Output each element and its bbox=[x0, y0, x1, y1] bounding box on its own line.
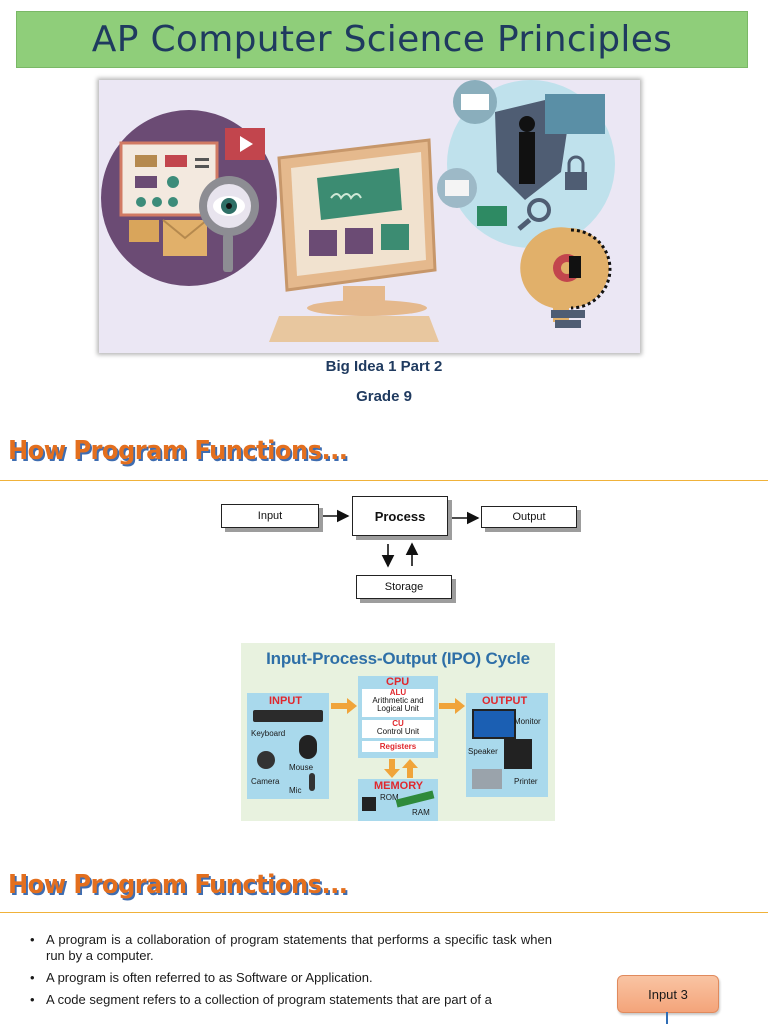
alu-desc-2: Logical Unit bbox=[377, 704, 419, 713]
alu-desc-1: Arithmetic and bbox=[372, 696, 424, 705]
bullet-item: A program is often referred to as Softwa… bbox=[30, 970, 552, 986]
subtitle-grade: Grade 9 bbox=[356, 388, 412, 405]
title-banner: AP Computer Science Principles bbox=[16, 11, 748, 68]
speaker-label: Speaker bbox=[468, 747, 498, 756]
ipo-cycle-figure: Input-Process-Output (IPO) Cycle INPUT K… bbox=[241, 643, 555, 821]
cpu-heading: CPU bbox=[386, 676, 410, 688]
subtitle-big-idea: Big Idea 1 Part 2 bbox=[325, 358, 443, 375]
memory-panel: MEMORY ROM RAM bbox=[358, 779, 438, 821]
registers-label: Registers bbox=[379, 742, 417, 751]
page-title: AP Computer Science Principles bbox=[91, 19, 673, 60]
ram-label: RAM bbox=[412, 808, 430, 817]
mic-icon bbox=[309, 773, 315, 791]
section-heading-2: How Program Functions... bbox=[8, 870, 348, 900]
alu-box: ALU Arithmetic and Logical Unit bbox=[362, 689, 434, 717]
output-heading: OUTPUT bbox=[482, 695, 528, 707]
bullet-item: A code segment refers to a collection of… bbox=[30, 992, 552, 1008]
cu-label: CU bbox=[392, 719, 404, 728]
computer-science-illustration bbox=[101, 80, 615, 342]
storage-box: Storage bbox=[356, 575, 452, 599]
mic-label: Mic bbox=[289, 786, 302, 795]
mouse-icon bbox=[299, 735, 317, 759]
printer-label: Printer bbox=[514, 777, 538, 786]
diagram-arrows bbox=[322, 509, 480, 568]
process-box: Process bbox=[352, 496, 448, 536]
printer-icon bbox=[472, 769, 502, 789]
speaker-icon bbox=[504, 739, 532, 769]
input-box: Input bbox=[221, 504, 319, 528]
input-3-box: Input 3 bbox=[617, 975, 719, 1013]
section-heading-1: How Program Functions... bbox=[8, 436, 348, 466]
output-box: Output bbox=[481, 506, 577, 528]
camera-icon bbox=[257, 751, 275, 769]
rom-label: ROM bbox=[380, 793, 399, 802]
rom-chip-icon bbox=[362, 797, 376, 811]
monitor-label: Monitor bbox=[514, 717, 541, 726]
keyboard-label: Keyboard bbox=[251, 729, 286, 738]
section-divider-1 bbox=[0, 480, 768, 481]
ipo-title: Input-Process-Output (IPO) Cycle bbox=[266, 649, 530, 668]
cu-box: CU Control Unit bbox=[362, 720, 434, 738]
bullet-list: A program is a collaboration of program … bbox=[30, 932, 552, 1014]
bullet-item: A program is a collaboration of program … bbox=[30, 932, 552, 964]
cu-desc: Control Unit bbox=[376, 727, 420, 736]
monitor-icon bbox=[472, 709, 516, 739]
output-panel: OUTPUT Monitor Speaker Printer bbox=[466, 693, 548, 797]
keyboard-icon bbox=[253, 710, 323, 722]
hero-illustration bbox=[99, 80, 640, 353]
input-heading: INPUT bbox=[269, 695, 302, 707]
mouse-label: Mouse bbox=[289, 763, 314, 772]
ipo-arrows bbox=[331, 698, 465, 778]
camera-label: Camera bbox=[251, 777, 280, 786]
cpu-panel: CPU ALU Arithmetic and Logical Unit CU C… bbox=[358, 676, 438, 758]
memory-heading: MEMORY bbox=[374, 780, 424, 792]
input-panel: INPUT Keyboard Mouse Camera Mic bbox=[247, 693, 329, 799]
section-divider-2 bbox=[0, 912, 768, 913]
input-3-connector bbox=[666, 1012, 668, 1024]
alu-label: ALU bbox=[389, 688, 407, 697]
registers-box: Registers bbox=[362, 741, 434, 752]
